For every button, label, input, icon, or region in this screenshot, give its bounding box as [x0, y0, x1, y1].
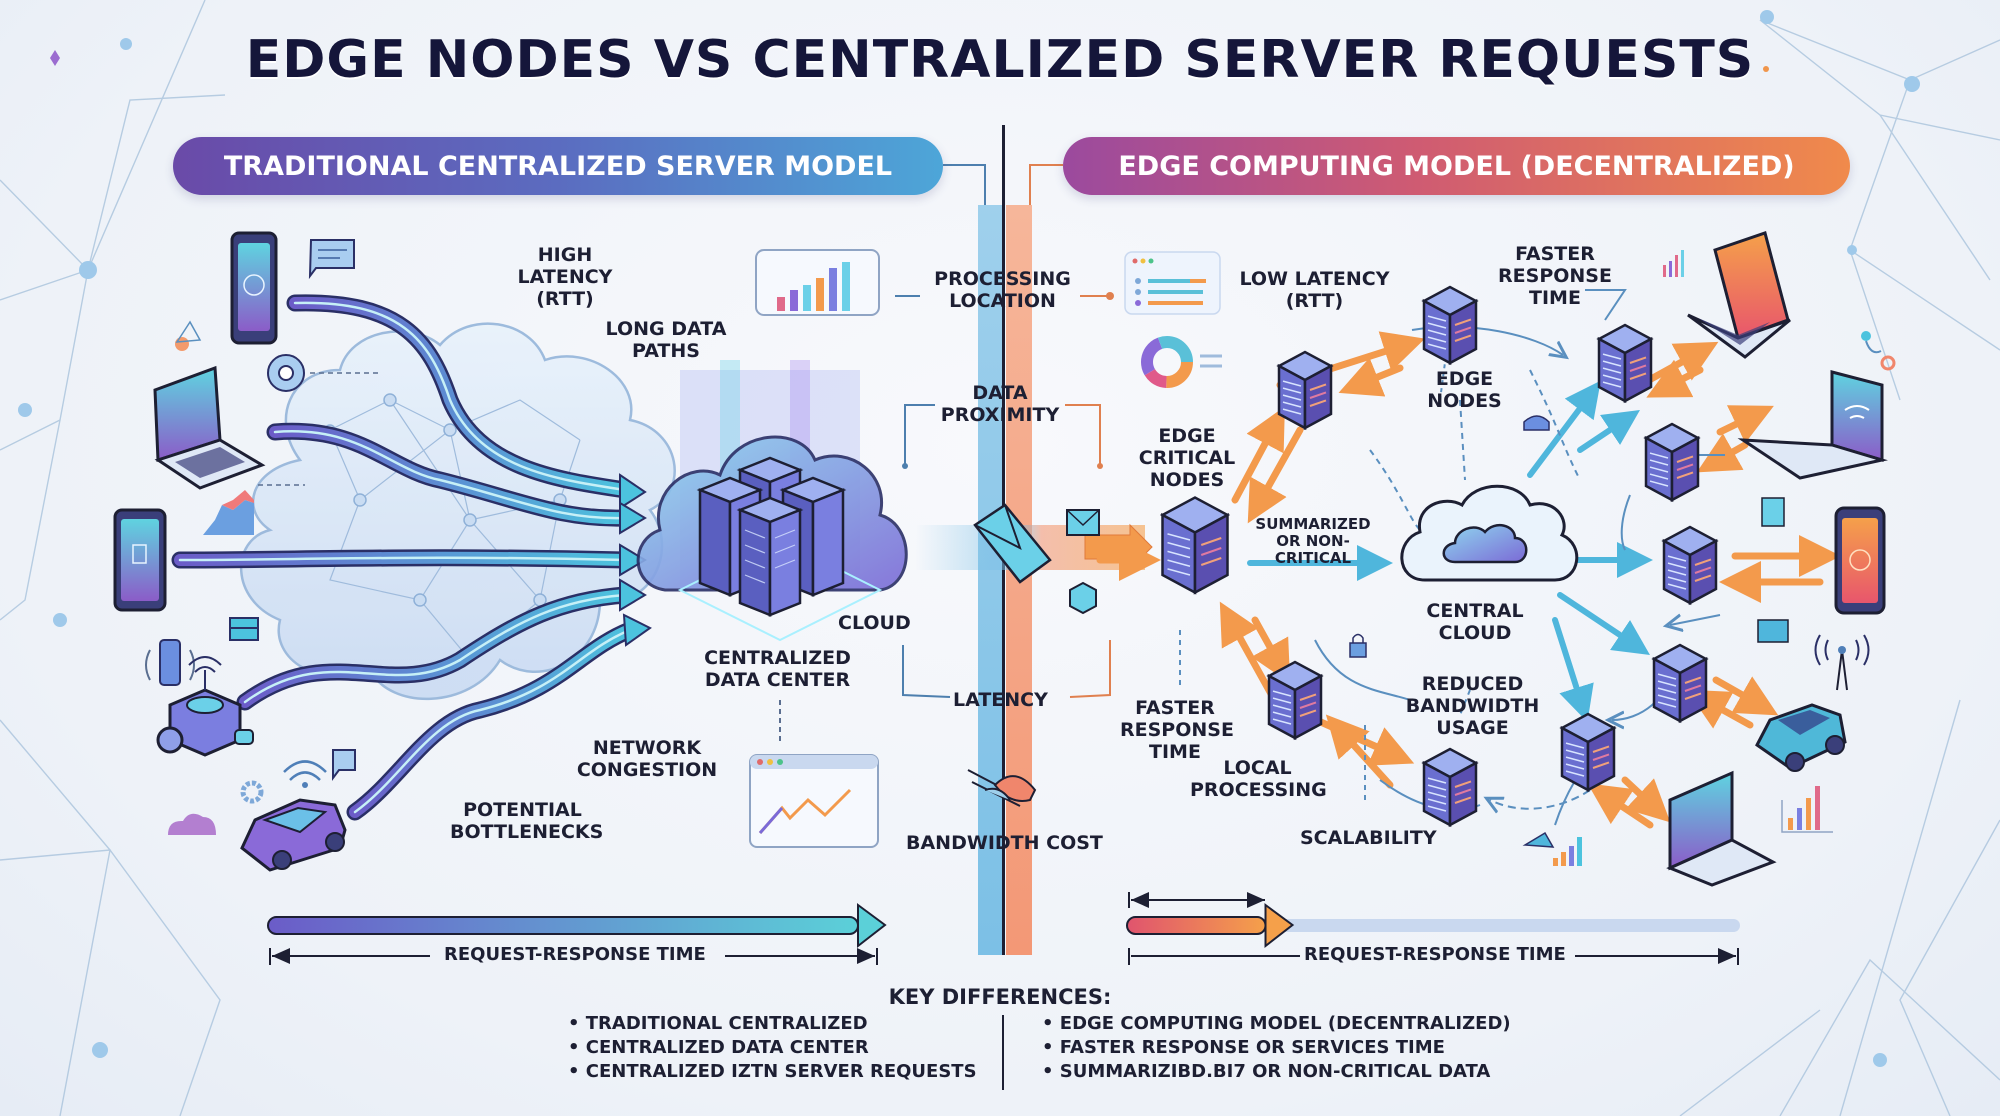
edge-server-icon — [1596, 323, 1654, 404]
background-nodes — [18, 10, 1920, 1067]
cloud-small-icon — [168, 813, 216, 835]
label-faster-response-bottom: FASTER RESPONSE TIME — [1120, 697, 1234, 763]
edge-server-icon — [1276, 350, 1334, 431]
bandwidth-icon — [967, 769, 1037, 807]
envelope-icon — [973, 503, 1052, 584]
mail-small-icon — [1066, 509, 1100, 536]
cell-tower-icon — [1814, 634, 1870, 691]
gear-icon — [240, 780, 264, 804]
page-title: EDGE NODES VS CENTRALIZED SERVER REQUEST… — [245, 30, 1755, 90]
orange-data-arrows — [1096, 331, 1841, 829]
key-differences-right-list: EDGE COMPUTING MODEL (DECENTRALIZED) FAS… — [1042, 1012, 1511, 1084]
edge-node-cubes — [1159, 285, 1719, 828]
label-summarized: SUMMARIZED OR NON-CRITICAL — [1255, 515, 1371, 567]
server-lines — [744, 529, 796, 584]
cube-icon — [1069, 581, 1097, 615]
left-timeline — [267, 903, 887, 965]
car-icon — [240, 798, 347, 872]
right-timeline-label: REQUEST-RESPONSE TIME — [1304, 944, 1566, 965]
chat-bubble-icon — [308, 239, 355, 280]
edge-server-icon — [1421, 285, 1479, 366]
label-scalability: SCALABILITY — [1300, 827, 1437, 849]
label-latency: LATENCY — [953, 689, 1048, 711]
central-cloud-icon — [1400, 484, 1579, 582]
edge-server-icon — [1266, 660, 1324, 741]
left-timeline-label: REQUEST-RESPONSE TIME — [444, 944, 706, 965]
key-differences-divider — [1002, 1015, 1004, 1090]
laptop-wifi-icon — [1737, 370, 1888, 480]
signal-bars-icon — [1553, 837, 1582, 866]
label-low-latency: LOW LATENCY (RTT) — [1239, 268, 1390, 312]
label-data-proximity: DATA PROXIMITY — [940, 382, 1060, 426]
key-differences-left-list: TRADITIONAL CENTRALIZED CENTRALIZED DATA… — [568, 1012, 977, 1084]
message-icon — [332, 749, 356, 781]
target-icon — [267, 354, 380, 392]
list-item: EDGE COMPUTING MODEL (DECENTRALIZED) — [1042, 1012, 1511, 1036]
edge-server-icon — [1661, 525, 1719, 606]
donut-chart-icon — [1141, 336, 1222, 388]
edge-server-icon — [1421, 747, 1479, 828]
label-central-cloud: CENTRAL CLOUD — [1426, 600, 1524, 644]
comparison-brackets — [895, 292, 1114, 698]
laptop-icon — [1687, 231, 1791, 359]
banner-label: EDGE COMPUTING MODEL (DECENTRALIZED) — [1118, 150, 1795, 182]
pin-connector-icon — [1861, 331, 1896, 371]
label-high-latency: HIGH LATENCY (RTT) — [517, 244, 613, 310]
label-long-data-paths: LONG DATA PATHS — [605, 318, 727, 362]
list-item: TRADITIONAL CENTRALIZED — [568, 1012, 977, 1036]
edge-model-banner: EDGE COMPUTING MODEL (DECENTRALIZED) — [1063, 137, 1850, 195]
list-item: SUMMARIZIBD.BI7 OR NON-CRITICAL DATA — [1042, 1060, 1511, 1084]
list-item: CENTRALIZED IZTN SERVER REQUESTS — [568, 1060, 977, 1084]
list-window-icon — [1124, 251, 1221, 315]
label-centralized-data-center: CENTRALIZED DATA CENTER — [704, 647, 851, 691]
label-processing-location: PROCESSING LOCATION — [934, 268, 1071, 312]
laptop-icon — [1666, 770, 1777, 887]
small-device-icons — [1349, 415, 1789, 848]
tablet-icon — [113, 508, 167, 612]
decor-dot — [1763, 66, 1769, 72]
banner-label: TRADITIONAL CENTRALIZED SERVER MODEL — [223, 150, 893, 182]
right-timeline — [1126, 892, 1740, 965]
pipe-arrowheads — [619, 473, 652, 647]
list-item: FASTER RESPONSE OR SERVICES TIME — [1042, 1036, 1511, 1060]
sensor-tag-icon — [145, 639, 195, 686]
key-differences-heading: KEY DIFFERENCES: — [888, 985, 1112, 1009]
server-rack-icon — [696, 456, 847, 617]
iot-camera-icon — [156, 656, 254, 757]
data-pipes — [171, 294, 639, 821]
line-chart-window-icon — [749, 700, 879, 848]
label-local-processing: LOCAL PROCESSING — [1190, 757, 1327, 801]
label-reduced-bandwidth: REDUCED BANDWIDTH USAGE — [1405, 673, 1540, 739]
edge-server-icon — [1559, 712, 1617, 793]
bar-chart-icon — [1781, 786, 1833, 833]
signal-bars-icon — [1663, 250, 1684, 277]
label-network-congestion: NETWORK CONGESTION — [576, 737, 718, 781]
car-icon — [1755, 703, 1847, 772]
edge-server-icon — [1643, 422, 1701, 503]
label-cloud: CLOUD — [838, 612, 911, 634]
edge-server-icon — [1159, 496, 1231, 595]
sparkle-icon — [50, 50, 60, 66]
label-potential-bottlenecks: POTENTIAL BOTTLENECKS — [450, 799, 604, 843]
box-icon — [229, 617, 259, 641]
bar-chart-window-icon — [755, 249, 880, 316]
list-item: CENTRALIZED DATA CENTER — [568, 1036, 977, 1060]
label-bandwidth-cost: BANDWIDTH COST — [906, 832, 1103, 854]
laptop-icon — [153, 365, 266, 490]
wifi-icon — [283, 760, 327, 788]
smartphone-icon — [230, 231, 278, 345]
network-triangle-icon — [175, 320, 202, 351]
edge-server-icon — [1651, 643, 1709, 724]
smartphone-icon — [1834, 506, 1886, 615]
traditional-model-banner: TRADITIONAL CENTRALIZED SERVER MODEL — [173, 137, 943, 195]
label-faster-response-top: FASTER RESPONSE TIME — [1498, 243, 1612, 309]
area-chart-icon — [203, 490, 254, 535]
label-edge-nodes: EDGE NODES — [1427, 368, 1502, 412]
label-edge-critical-nodes: EDGE CRITICAL NODES — [1138, 425, 1236, 491]
